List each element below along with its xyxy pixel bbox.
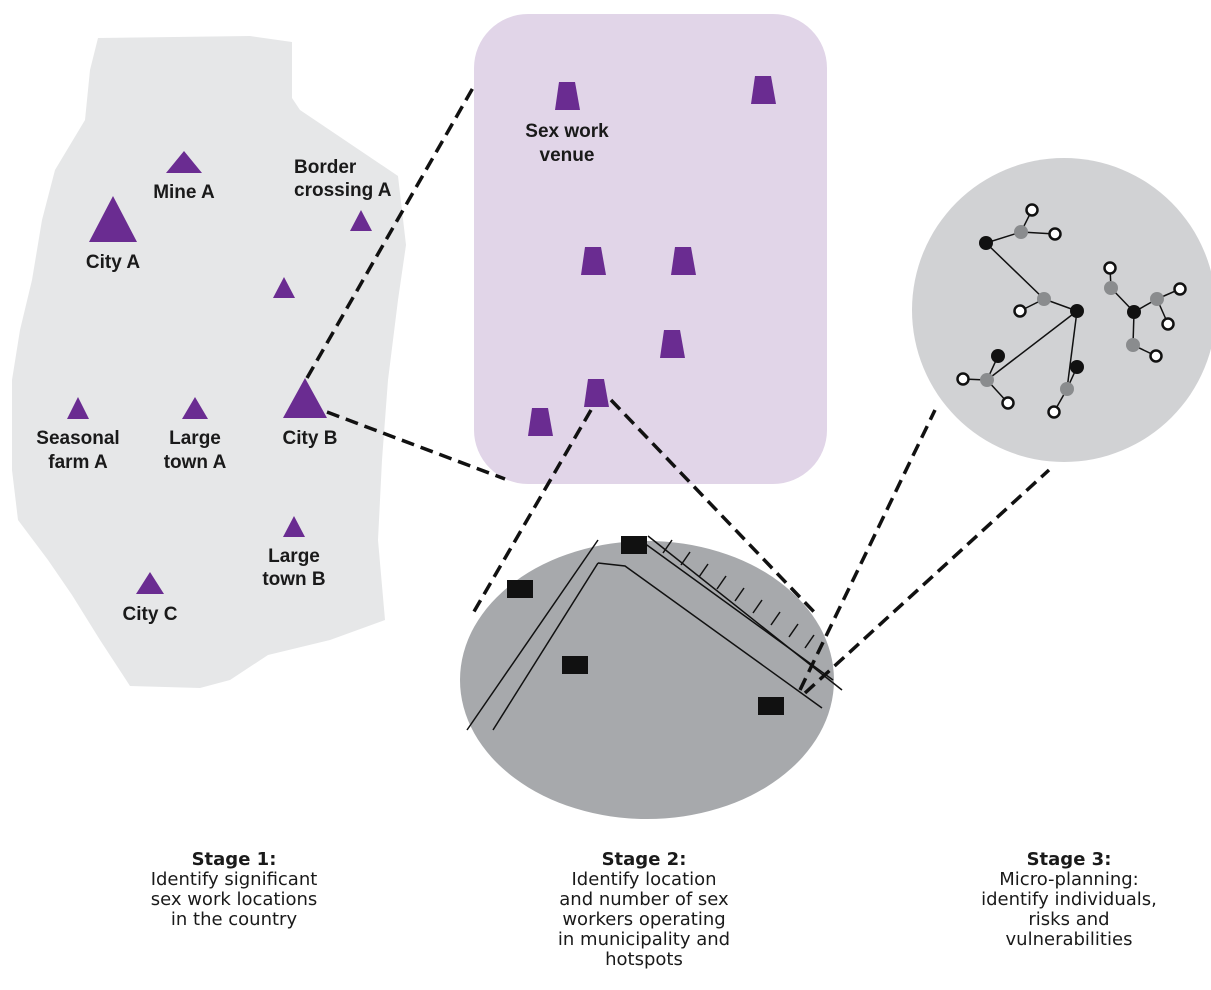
network-node-core <box>1070 304 1084 318</box>
country-map-shape <box>12 36 406 688</box>
venue-marker <box>671 247 696 275</box>
seasonal-farm-a-marker <box>67 397 89 419</box>
network-node-peripheral <box>1013 304 1027 318</box>
network-node-peripheral <box>1161 317 1175 331</box>
border-crossing-a-label-line2: crossing A <box>294 180 392 201</box>
street-hatching <box>662 539 815 649</box>
mine-a-marker <box>166 151 202 173</box>
network-node-intermediate <box>1104 281 1118 295</box>
network-nodes-peripheral <box>956 203 1187 419</box>
stage-3-caption: Stage 3: Micro-planning: identify indivi… <box>939 850 1199 950</box>
zoom-connectors <box>305 85 1051 695</box>
network-node-peripheral <box>1173 282 1187 296</box>
venue-marker <box>581 247 606 275</box>
stage-3-caption-body: Micro-planning: identify individuals, ri… <box>981 869 1157 950</box>
stage-1-caption-body: Identify significant sex work locations … <box>150 869 318 930</box>
network-node-intermediate <box>1014 225 1028 239</box>
hotspot-building <box>562 656 588 674</box>
large-town-a-label-line1: Large <box>169 428 221 449</box>
network-node-peripheral <box>1048 227 1062 241</box>
venue-label-line1: Sex work <box>525 121 609 142</box>
network-node-intermediate <box>1037 292 1051 306</box>
network-node-peripheral <box>1001 396 1015 410</box>
venue-marker <box>584 379 609 407</box>
city-c-label: City C <box>123 604 178 625</box>
network-node-intermediate <box>980 373 994 387</box>
large-town-b-marker <box>283 516 305 537</box>
city-c-marker <box>136 572 164 594</box>
hotspot-building <box>621 536 647 554</box>
venue-label-line2: venue <box>540 145 595 166</box>
large-town-a-label-line2: town A <box>164 452 227 473</box>
stage-2-caption-body: Identify location and number of sex work… <box>557 869 731 970</box>
mine-a-label: Mine A <box>153 182 215 203</box>
border-crossing-a-label-line1: Border <box>294 157 357 178</box>
venue-panel <box>474 14 827 484</box>
large-town-b-label-line2: town B <box>262 569 325 590</box>
network-node-peripheral <box>1103 261 1117 275</box>
network-circle <box>912 158 1211 462</box>
venue-marker <box>528 408 553 436</box>
connector-cityb-to-panel-bottom <box>326 410 506 481</box>
venue-marker <box>660 330 685 358</box>
stage-2-caption: Stage 2: Identify location and number of… <box>514 850 774 970</box>
hotspot-area <box>460 541 834 819</box>
street-lines <box>466 535 843 731</box>
network-node-intermediate <box>1150 292 1164 306</box>
network-node-core <box>979 236 993 250</box>
network-node-peripheral <box>1047 405 1061 419</box>
connector-hotspot-to-network-left <box>798 409 937 691</box>
network-node-core <box>991 349 1005 363</box>
seasonal-farm-a-label-line2: farm A <box>48 452 108 473</box>
city-b-marker <box>283 378 327 418</box>
stage-1-caption: Stage 1: Identify significant sex work l… <box>104 850 364 930</box>
city-a-marker <box>89 196 137 242</box>
border-crossing-a-marker <box>350 210 372 231</box>
stage-2-caption-title: Stage 2: <box>601 849 687 870</box>
unnamed-location-marker <box>273 277 295 298</box>
connector-cityb-to-panel-top <box>305 85 476 379</box>
network-node-peripheral <box>1149 349 1163 363</box>
large-town-a-marker <box>182 397 208 419</box>
large-town-b-label-line1: Large <box>268 546 320 567</box>
city-b-label: City B <box>283 428 338 449</box>
venue-marker <box>751 76 776 104</box>
hotspot-building <box>758 697 784 715</box>
network-node-core <box>1070 360 1084 374</box>
network-node-peripheral <box>1025 203 1039 217</box>
network-node-intermediate <box>1126 338 1140 352</box>
stage-3-caption-title: Stage 3: <box>1026 849 1112 870</box>
connector-venue-to-hotspot-right <box>609 398 819 617</box>
hotspot-building <box>507 580 533 598</box>
seasonal-farm-a-label-line1: Seasonal <box>36 428 119 449</box>
network-node-peripheral <box>956 372 970 386</box>
network-node-core <box>1127 305 1141 319</box>
stage-1-caption-title: Stage 1: <box>191 849 277 870</box>
city-a-label: City A <box>86 252 140 273</box>
connector-hotspot-to-network-right <box>803 468 1051 695</box>
network-node-intermediate <box>1060 382 1074 396</box>
venue-marker <box>555 82 580 110</box>
